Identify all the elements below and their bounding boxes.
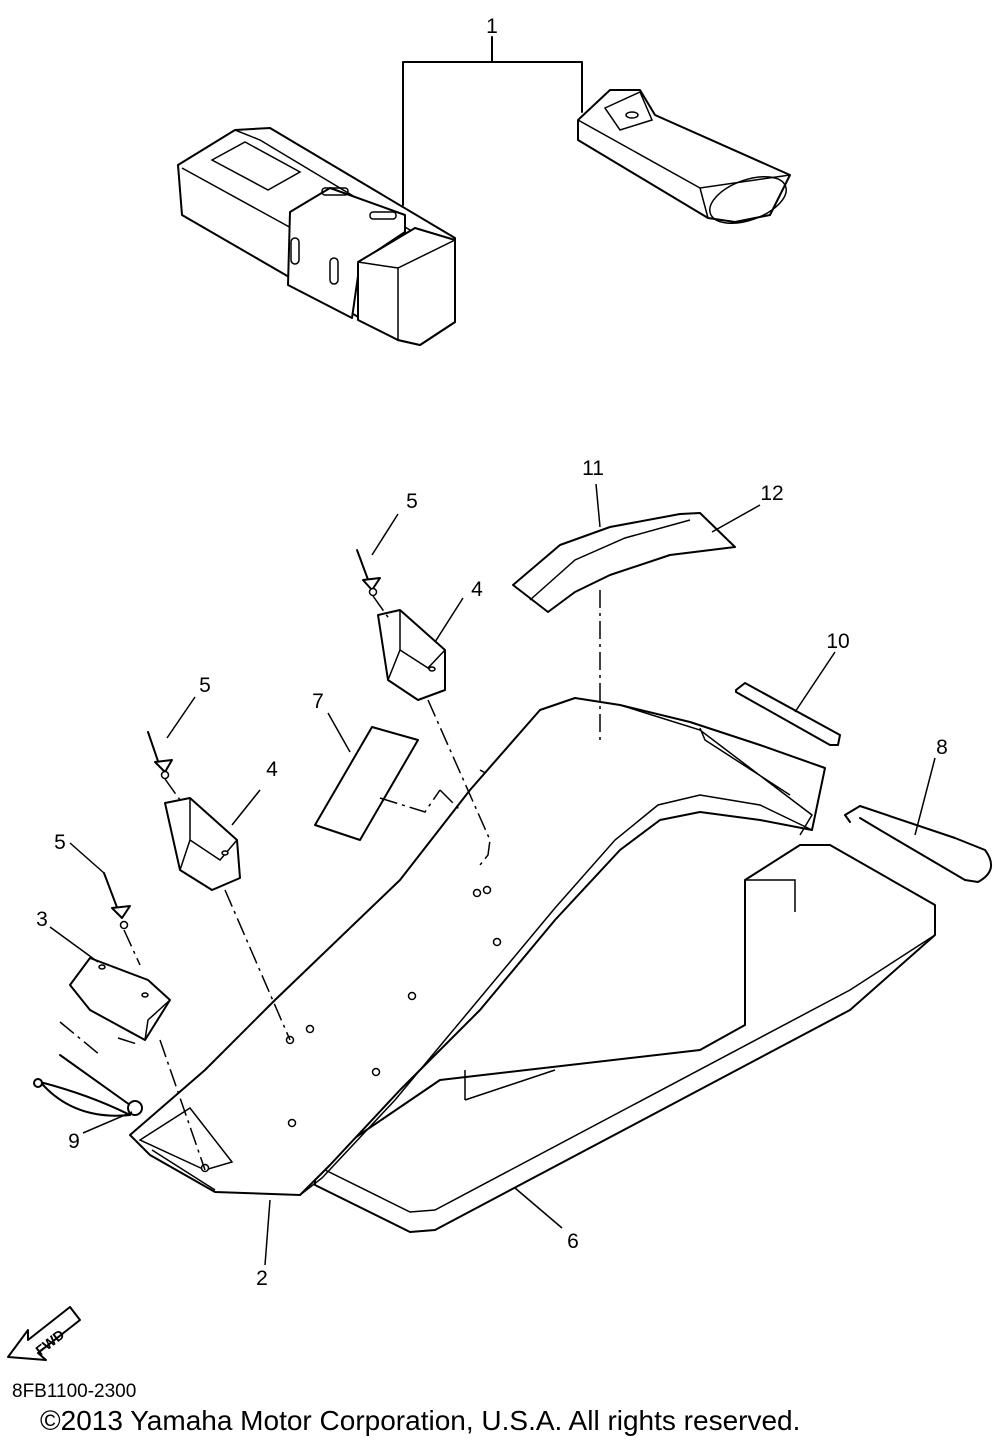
callout-4-lower: 4 — [266, 758, 278, 781]
callout-10: 10 — [826, 630, 849, 653]
fwd-arrow-icon: FWD — [7, 1306, 81, 1361]
callout-7: 7 — [312, 690, 324, 713]
callout-5-top: 5 — [406, 490, 418, 513]
callout-11: 11 — [582, 457, 604, 480]
callout-2: 2 — [256, 1267, 268, 1290]
part-5-rivet-lower — [103, 872, 141, 966]
part-2-plate — [129, 697, 826, 1196]
part-4-clip-upper — [377, 609, 491, 866]
part-4-clip-lower — [164, 797, 291, 1041]
callout-1: 1 — [486, 15, 498, 38]
callout-labels: 1 11 12 5 4 10 5 7 8 4 5 3 9 6 2 — [36, 15, 948, 1290]
part-11-12-pad — [512, 512, 736, 740]
callout-5-lower: 5 — [54, 831, 66, 854]
part-7-label — [314, 726, 461, 841]
part-3-hinge — [59, 957, 206, 1171]
diagram-code: 8FB1100-2300 — [12, 1381, 137, 1402]
callout-8: 8 — [936, 736, 948, 759]
part-8-pin — [844, 805, 993, 883]
copyright-notice: ©2013 Yamaha Motor Corporation, U.S.A. A… — [40, 1405, 801, 1436]
callout-3: 3 — [36, 908, 48, 931]
callout-5-middle: 5 — [199, 674, 211, 697]
callout-4-upper: 4 — [471, 578, 483, 601]
part-5-rivet-top — [356, 549, 391, 621]
callout-12: 12 — [760, 482, 783, 505]
part-10-bar — [735, 682, 841, 746]
callout-6: 6 — [567, 1230, 579, 1253]
leader-lines — [49, 483, 936, 1266]
callout-9: 9 — [68, 1130, 80, 1153]
part-1-bag-set — [177, 36, 791, 346]
part-5-rivet-middle — [147, 731, 181, 801]
part-9-rope — [33, 1054, 143, 1117]
